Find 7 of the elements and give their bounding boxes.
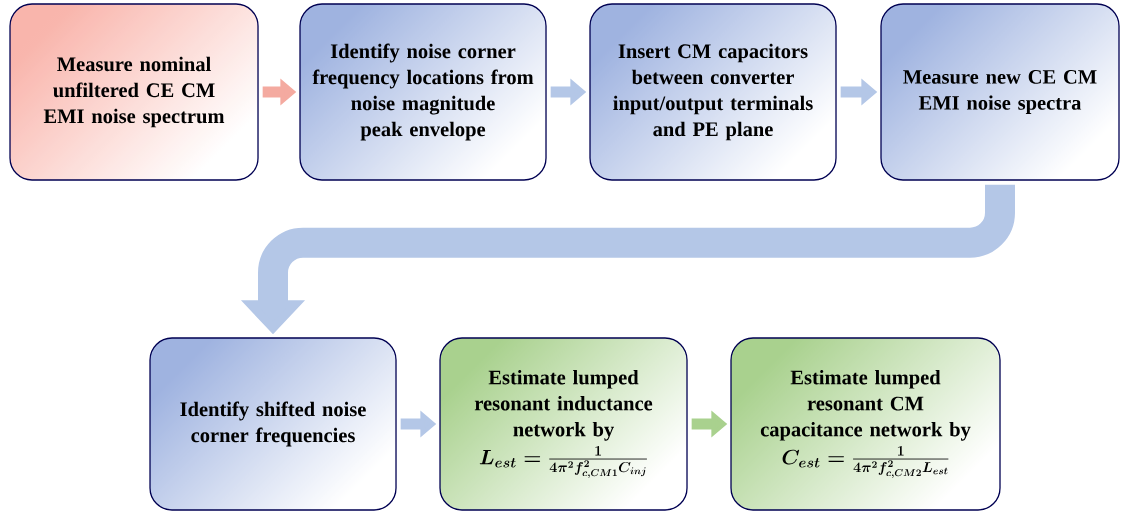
process-box: Identify shifted noise corner frequencies — [149, 337, 397, 511]
process-box: Identify noise corner frequency locations from noise magnitude peak envelope — [299, 3, 547, 181]
process-box: Estimate lumped resonant inductance network by $\boldsymbol{L_{est} = \frac{1}{4\pi^2 f_{c,CM1}^2 C_{inj}}}$ — [439, 337, 688, 511]
process-box: Estimate lumped resonant CM capacitance network by $\boldsymbol{C_{est} = \frac{1}{4\pi^2 f_{c,CM2}^2 L_{est}}}$ — [730, 337, 1001, 511]
process-box: Measure nominal unfiltered CE CM EMI noise spectrum — [9, 3, 259, 181]
process-box: Insert CM capacitors between converter input/output terminals and PE plane — [589, 3, 837, 181]
process-box: Measure new CE CM EMI noise spectra — [880, 3, 1120, 181]
